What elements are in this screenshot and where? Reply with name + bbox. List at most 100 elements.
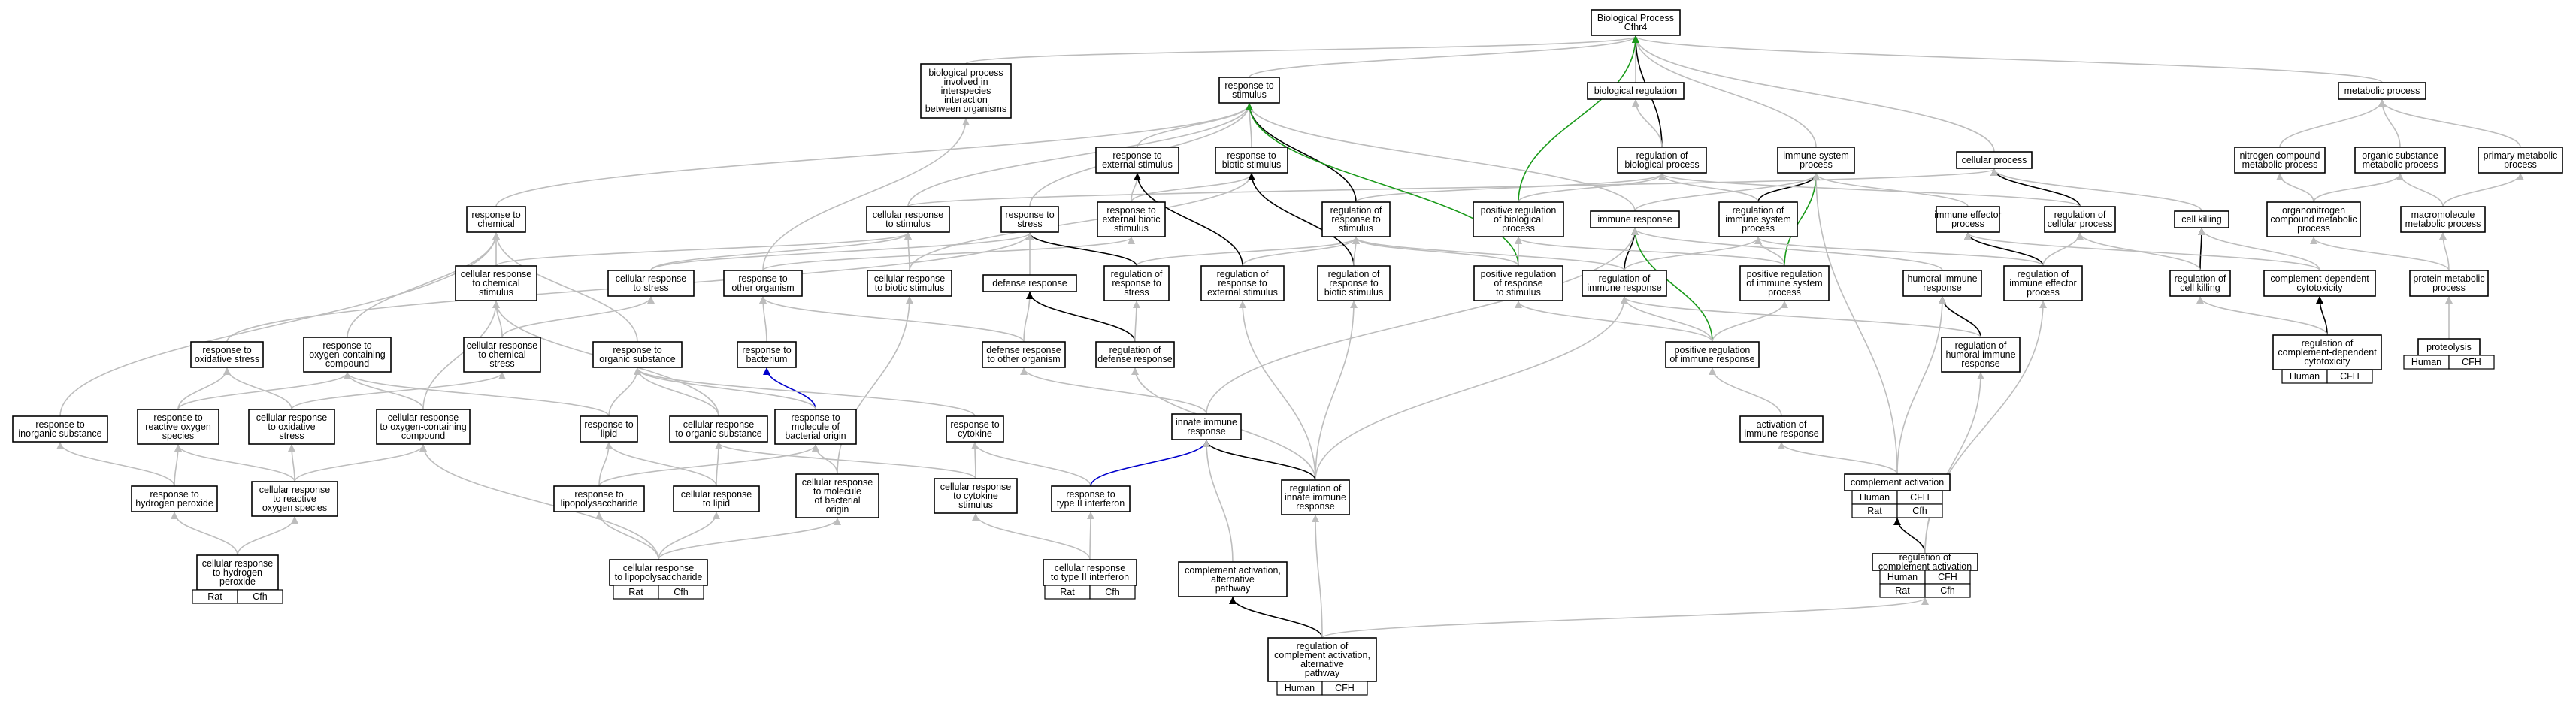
edge-caap-is_a-inn [1203,440,1234,563]
go-term-label-rcaap-0: regulation of [1297,641,1349,651]
go-term-label-rir-1: immune response [1587,282,1661,293]
go-term-label-crlps-0: cellular response [623,563,695,573]
edge-rrbs-is_a-rrs [1352,237,1360,267]
species-label: Human [1860,492,1890,503]
go-term-label-crcs-1: to cytokine [953,491,998,501]
go-term-cp[interactable]: cellular process [1956,151,2033,169]
go-term-label-ccs-1: to chemical [472,278,519,289]
gene-label: CFH [1335,683,1355,693]
go-term-label-rdr-0: regulation of [1109,345,1161,355]
go-term-box-pmpr [2409,270,2489,297]
gene-label: Cfh [1105,587,1120,597]
annotation-cell-rcaap-0-1 [1321,681,1368,696]
go-term-br[interactable]: biological regulation [1587,82,1685,100]
go-term-mp[interactable]: metabolic process [2338,82,2426,100]
go-term-dr[interactable]: defense response [982,274,1077,292]
go-term-label-pmp-1: process [2504,159,2537,170]
edge-crcs-is_a-cros2 [715,442,976,479]
go-term-label-rrst-1: response to [1112,278,1161,289]
go-term-box-mmp [2400,206,2486,233]
go-term-ck[interactable]: cell killing [2174,210,2229,228]
go-term-label-pmp-0: primary metabolic [2484,150,2558,161]
edge-isp-is_a-bp [1632,35,1817,148]
go-term-box-rir [1582,270,1667,297]
edge-crlps-is_a-crmbo [658,518,841,560]
edge-rbac-is_a-roo [759,296,767,343]
go-term-ir[interactable]: immune response [1590,210,1680,228]
go-term-rcdc[interactable]: regulation ofcomplement-dependentcytotox… [2272,334,2382,384]
